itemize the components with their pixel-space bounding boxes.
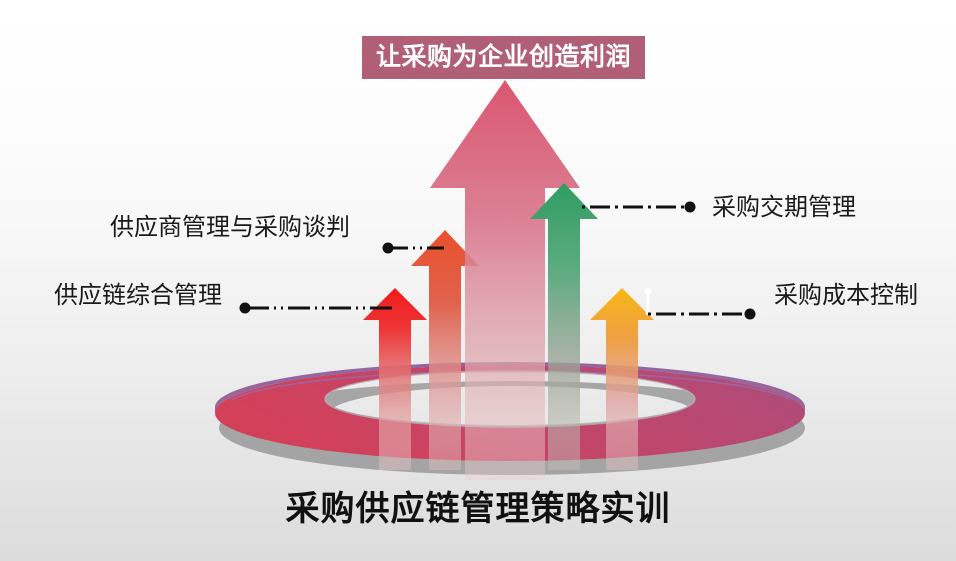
label-cost-control: 采购成本控制 xyxy=(774,282,918,309)
headline-banner: 让采购为企业创造利润 xyxy=(362,36,645,79)
label-supplychain-management: 供应链综合管理 xyxy=(54,282,222,309)
arrow-cost-control xyxy=(590,288,654,470)
label-delivery-management: 采购交期管理 xyxy=(712,194,856,221)
arrow-supplychain-management xyxy=(363,288,427,470)
arrow-delivery-management xyxy=(530,183,598,470)
leader-line-supplier-negotiation xyxy=(382,242,444,254)
leader-line-delivery-management xyxy=(582,201,696,213)
leader-line-cost-control xyxy=(648,308,756,320)
slide-bottom-title: 采购供应链管理策略实训 xyxy=(285,490,671,528)
arrow-supplier-negotiation xyxy=(411,230,479,470)
headline-banner-text: 让采购为企业创造利润 xyxy=(375,43,631,71)
leader-lines xyxy=(239,201,756,320)
leader-line-supplychain-management xyxy=(239,302,392,314)
label-supplier-negotiation: 供应商管理与采购谈判 xyxy=(110,214,350,241)
arrow-center-profit xyxy=(430,80,580,480)
